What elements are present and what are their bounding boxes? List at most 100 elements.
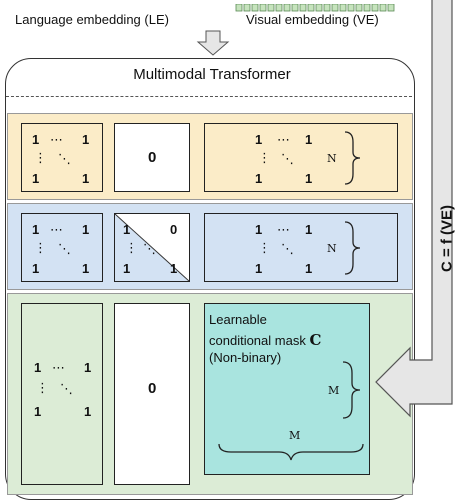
- band-language-rows: 1 ⋯ 1 ⋮ ⋱ 1 1 0 1 ⋯ 1 ⋮ ⋱ 1 1 N: [7, 113, 413, 200]
- matrix-hdots: ⋯: [50, 222, 63, 237]
- matrix-one: 1: [82, 171, 90, 186]
- matrix-one: 1: [32, 261, 40, 276]
- matrix-one: 1: [255, 222, 263, 237]
- visual-token: [283, 3, 291, 12]
- matrix-block-zero: 0: [114, 123, 190, 192]
- matrix-block-triangular: 1 0 ⋮ ⋱ 1 1: [114, 213, 190, 282]
- matrix-one: 1: [32, 222, 40, 237]
- matrix-zero: 0: [148, 149, 157, 166]
- matrix-vdots: ⋮: [125, 240, 138, 255]
- matrix-one: 1: [123, 261, 131, 276]
- matrix-one: 1: [305, 222, 313, 237]
- c-formula-label: C = f (VE): [437, 180, 457, 300]
- visual-token: [291, 3, 299, 12]
- bottom-brace-icon: [218, 443, 364, 461]
- visual-token: [299, 3, 307, 12]
- transformer-title: Multimodal Transformer: [133, 66, 291, 83]
- matrix-one: 1: [32, 132, 40, 147]
- matrix-block-ones-tall: 1 ⋯ 1 ⋮ ⋱ 1 1: [21, 303, 103, 485]
- right-brace-icon: [344, 131, 361, 185]
- visual-token: [363, 3, 371, 12]
- matrix-zero: 0: [170, 222, 178, 237]
- matrix-ddots: ⋱: [281, 241, 294, 256]
- matrix-one: 1: [305, 261, 313, 276]
- n-label: N: [327, 152, 337, 165]
- visual-token-group: [235, 3, 395, 12]
- matrix-vdots: ⋮: [34, 150, 47, 165]
- right-brace-icon: [344, 221, 361, 275]
- visual-token: [355, 3, 363, 12]
- matrix-zero: 0: [148, 380, 157, 397]
- visual-token: [307, 3, 315, 12]
- down-arrow-icon: [196, 30, 230, 56]
- matrix-hdots: ⋯: [52, 360, 65, 375]
- matrix-block-ones: 1 ⋯ 1 ⋮ ⋱ 1 1: [21, 123, 103, 192]
- matrix-block-ones-wide: 1 ⋯ 1 ⋮ ⋱ 1 1 N: [204, 213, 398, 282]
- matrix-one: 1: [255, 261, 263, 276]
- matrix-one: 1: [84, 360, 92, 375]
- m-label-vertical: M: [328, 384, 340, 397]
- matrix-one: 1: [82, 261, 90, 276]
- matrix-block-zero-tall: 0: [114, 303, 190, 485]
- visual-token: [315, 3, 323, 12]
- band-visual-rows: 1 ⋯ 1 ⋮ ⋱ 1 1 1 0 ⋮ ⋱ 1 1 1 ⋯ 1 ⋮ ⋱ 1 1 …: [7, 203, 413, 290]
- matrix-hdots: ⋯: [50, 132, 63, 147]
- mask-symbol: C: [309, 331, 322, 349]
- c-formula-text: C = f (VE): [438, 204, 456, 273]
- matrix-vdots: ⋮: [36, 380, 49, 395]
- matrix-block-ones-wide: 1 ⋯ 1 ⋮ ⋱ 1 1 N: [204, 123, 398, 192]
- matrix-one: 1: [305, 171, 313, 186]
- visual-token: [339, 3, 347, 12]
- visual-token: [251, 3, 259, 12]
- visual-token: [379, 3, 387, 12]
- matrix-block-ones: 1 ⋯ 1 ⋮ ⋱ 1 1: [21, 213, 103, 282]
- matrix-ddots: ⋱: [58, 151, 71, 166]
- visual-token: [259, 3, 267, 12]
- matrix-one: 1: [255, 132, 263, 147]
- matrix-one: 1: [82, 222, 90, 237]
- matrix-hdots: ⋯: [277, 222, 290, 237]
- mask-label-text: conditional mask: [209, 333, 306, 348]
- learnable-mask-block: Learnable conditional mask C (Non-binary…: [204, 303, 370, 475]
- matrix-hdots: ⋯: [277, 132, 290, 147]
- language-embedding-label: Language embedding (LE): [15, 12, 169, 27]
- matrix-one: 1: [32, 171, 40, 186]
- visual-token: [331, 3, 339, 12]
- visual-token: [371, 3, 379, 12]
- visual-token-strip: [235, 3, 395, 12]
- matrix-ddots: ⋱: [60, 381, 73, 396]
- conditional-mask-arrow: [375, 0, 453, 418]
- matrix-ddots: ⋱: [143, 241, 156, 256]
- mask-label-line2: conditional mask C: [209, 331, 321, 349]
- matrix-vdots: ⋮: [258, 240, 271, 255]
- dashed-divider: [6, 96, 412, 97]
- matrix-one: 1: [34, 360, 42, 375]
- upper-triangle-shape: [115, 214, 189, 281]
- m-label-horizontal: M: [289, 429, 301, 442]
- visual-token: [235, 3, 243, 12]
- mask-label-line3: (Non-binary): [209, 350, 282, 365]
- matrix-one: 1: [84, 404, 92, 419]
- matrix-one: 1: [34, 404, 42, 419]
- matrix-ddots: ⋱: [58, 241, 71, 256]
- band-mask-rows: 1 ⋯ 1 ⋮ ⋱ 1 1 0 Learnable conditional ma…: [7, 293, 413, 495]
- matrix-one: 1: [255, 171, 263, 186]
- matrix-ddots: ⋱: [281, 151, 294, 166]
- matrix-one: 1: [123, 222, 131, 237]
- visual-token: [275, 3, 283, 12]
- mask-label-line1: Learnable: [209, 312, 267, 327]
- matrix-one: 1: [305, 132, 313, 147]
- visual-token: [323, 3, 331, 12]
- visual-embedding-label: Visual embedding (VE): [246, 12, 379, 27]
- n-label: N: [327, 242, 337, 255]
- matrix-vdots: ⋮: [34, 240, 47, 255]
- matrix-vdots: ⋮: [258, 150, 271, 165]
- visual-embedding-tokens: [232, 0, 402, 12]
- matrix-one: 1: [170, 261, 178, 276]
- visual-token: [387, 3, 395, 12]
- matrix-one: 1: [82, 132, 90, 147]
- visual-token: [347, 3, 355, 12]
- right-brace-icon: [342, 361, 361, 419]
- visual-token: [243, 3, 251, 12]
- visual-token: [267, 3, 275, 12]
